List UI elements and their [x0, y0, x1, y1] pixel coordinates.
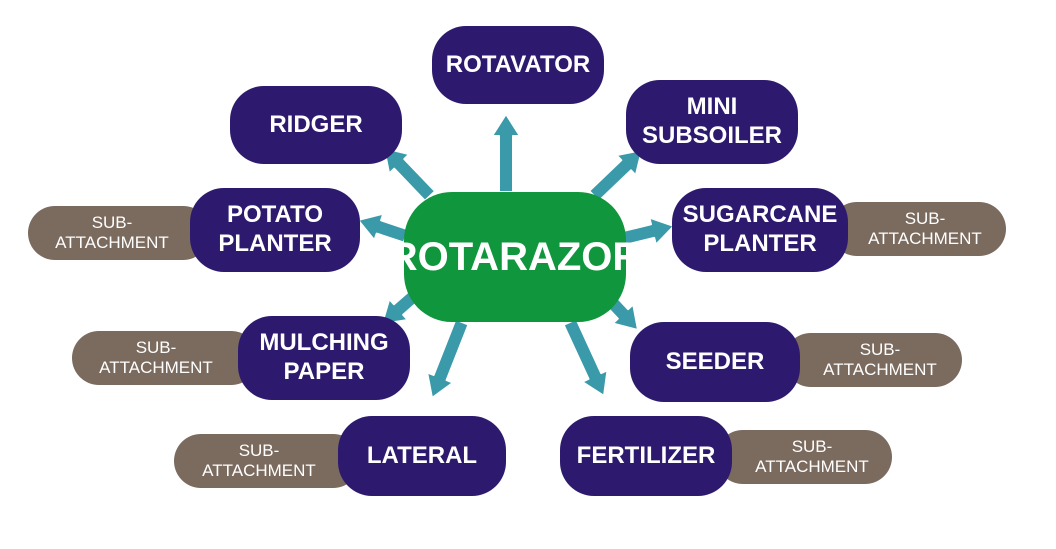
center-label: ROTARAZOR: [388, 235, 642, 279]
module-ridger-label: RIDGER: [269, 110, 363, 138]
sub-attachment-line1: SUB-: [91, 212, 133, 232]
sub-attachment-line1: SUB-: [859, 339, 901, 359]
module-potato-planter-label-line1: POTATO: [227, 201, 323, 229]
module-rotavator: ROTAVATOR: [432, 26, 604, 104]
module-fertilizer-label: FERTILIZER: [576, 441, 716, 469]
module-mini-subsoiler: MINI SUBSOILER: [626, 80, 798, 164]
module-lateral-label: LATERAL: [366, 441, 478, 469]
arrow-to-lateral: [426, 318, 470, 399]
module-mulching-paper-label-line1: MULCHING: [259, 329, 389, 357]
module-mini-subsoiler-label-line1: MINI: [686, 93, 738, 121]
arrow-to-mini-subsoiler: [588, 149, 643, 203]
arrow-to-sugarcane-planter: [621, 216, 675, 246]
module-sugarcane-planter: SUGARCANE PLANTER: [672, 188, 848, 272]
module-rotavator-label: ROTAVATOR: [445, 50, 591, 78]
sub-attachment-line2: ATTACHMENT: [755, 457, 869, 476]
module-seeder: SEEDER: [630, 322, 800, 402]
module-mulching-paper: MULCHING PAPER: [238, 316, 410, 400]
arrow-to-rotavator: [491, 113, 521, 193]
sub-attachment-mulching-paper: SUB- ATTACHMENT: [72, 331, 258, 385]
module-sugarcane-planter-label-line1: SUGARCANE: [682, 201, 838, 229]
sub-attachment-line2: ATTACHMENT: [55, 233, 169, 252]
module-fertilizer: FERTILIZER: [560, 416, 732, 496]
module-seeder-label: SEEDER: [665, 347, 765, 375]
sub-attachment-fertilizer: SUB- ATTACHMENT: [716, 430, 892, 484]
sub-attachment-lateral: SUB- ATTACHMENT: [174, 434, 360, 488]
sub-attachment-line1: SUB-: [791, 436, 833, 456]
sub-attachment-line2: ATTACHMENT: [868, 229, 982, 248]
sub-attachment-sugarcane-planter: SUB- ATTACHMENT: [830, 202, 1006, 256]
arrow-to-fertilizer: [562, 318, 609, 397]
sub-attachment-line2: ATTACHMENT: [202, 461, 316, 480]
module-sugarcane-planter-label-line2: PLANTER: [703, 230, 817, 257]
sub-attachment-line2: ATTACHMENT: [99, 358, 213, 377]
sub-attachment-line1: SUB-: [135, 337, 177, 357]
center-node-rotarazor: ROTARAZOR: [389, 192, 641, 322]
module-mulching-paper-label-line2: PAPER: [283, 358, 365, 385]
sub-attachment-line1: SUB-: [238, 440, 280, 460]
arrow-to-ridger: [383, 147, 437, 202]
sub-attachment-line2: ATTACHMENT: [823, 360, 937, 379]
sub-attachment-line1: SUB-: [904, 208, 946, 228]
module-potato-planter: POTATO PLANTER: [190, 188, 360, 272]
module-ridger: RIDGER: [230, 86, 402, 164]
module-mini-subsoiler-label-line2: SUBSOILER: [641, 122, 782, 149]
module-lateral: LATERAL: [338, 416, 506, 496]
module-potato-planter-label-line2: PLANTER: [218, 230, 332, 257]
sub-attachment-seeder: SUB- ATTACHMENT: [784, 333, 962, 387]
sub-attachment-potato-planter: SUB- ATTACHMENT: [28, 206, 210, 260]
arrow-to-potato-planter: [357, 212, 410, 244]
